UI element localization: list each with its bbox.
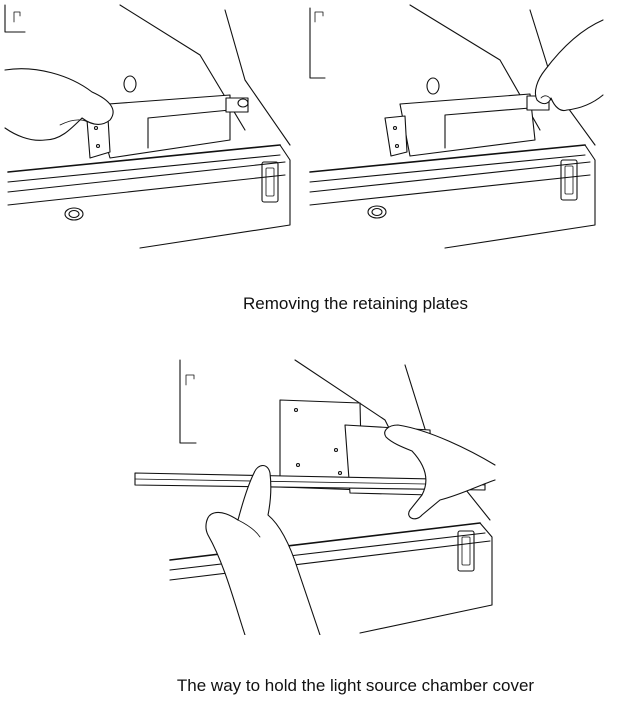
caption-hold-cover: The way to hold the light source chamber… bbox=[176, 676, 535, 695]
illustration-remove-plate-right bbox=[305, 0, 605, 255]
caption-retaining-plates: Removing the retaining plates bbox=[243, 294, 468, 313]
illustration-remove-plate-left bbox=[0, 0, 300, 255]
illustration-hold-cover bbox=[130, 355, 500, 635]
